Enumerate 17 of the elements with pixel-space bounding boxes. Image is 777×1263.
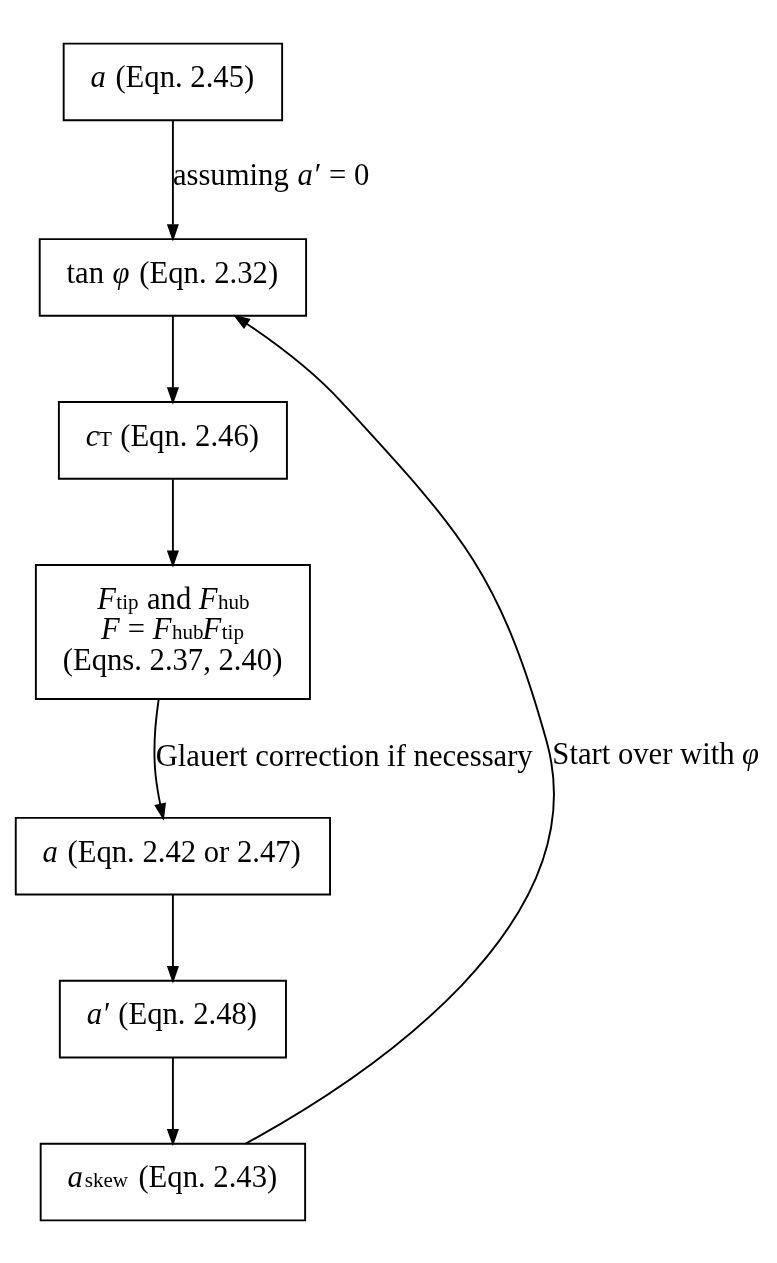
edge-label: Start over with φ bbox=[552, 736, 760, 771]
edge-label: Glauert correction if necessary bbox=[155, 738, 533, 773]
node-box: a′ (Eqn. 2.48) bbox=[58, 979, 287, 1058]
node-box: cT (Eqn. 2.46) bbox=[57, 400, 288, 480]
node-box: askew (Eqn. 2.43) bbox=[39, 1142, 307, 1221]
node-box: a (Eqn. 2.42 or 2.47) bbox=[14, 816, 331, 895]
node-box: a (Eqn. 2.45) bbox=[62, 42, 284, 121]
arrow bbox=[232, 314, 555, 1145]
arrow bbox=[166, 1056, 179, 1146]
arrow bbox=[166, 477, 179, 568]
arrow bbox=[166, 893, 179, 983]
node-box: Ftip and Fhub F = FhubFtip (Eqns. 2.37, 2.40) bbox=[34, 563, 311, 700]
node-box: tan φ (Eqn. 2.32) bbox=[38, 237, 308, 317]
arrow bbox=[166, 119, 179, 242]
arrow bbox=[153, 698, 167, 821]
edge-label: assuming a′ = 0 bbox=[172, 157, 370, 192]
arrow bbox=[166, 314, 179, 405]
